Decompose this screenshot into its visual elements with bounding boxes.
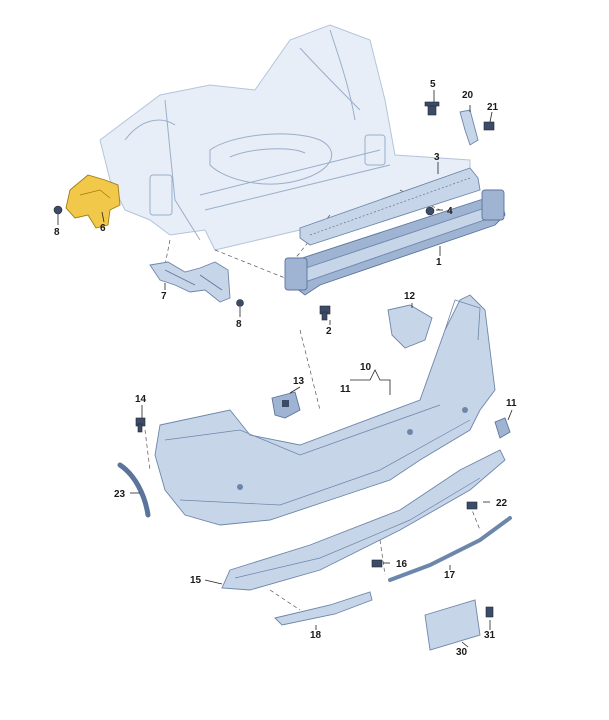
part-diffuser-lower [221, 449, 506, 591]
leader-lines [57, 90, 513, 648]
part-5-bolt [424, 101, 440, 116]
callout-2: 2 [326, 326, 332, 337]
callout-20: 20 [462, 90, 474, 101]
part-18-lower-trim [274, 591, 373, 626]
part-21-bolt [483, 121, 495, 131]
callout-30: 30 [456, 647, 468, 658]
callout-3: 3 [434, 152, 440, 163]
callout-11-right: 11 [506, 398, 517, 409]
part-4-clip [425, 206, 435, 216]
callout-10: 10 [360, 362, 372, 373]
part-1-reinforcement-beam [284, 189, 506, 296]
callout-23: 23 [114, 489, 126, 500]
part-16-clip [371, 559, 383, 568]
callout-labels: 5 20 21 3 4 1 6 8 7 8 2 12 10 11 13 14 1… [54, 79, 517, 658]
part-14-clip [135, 417, 146, 433]
callout-1: 1 [436, 257, 442, 268]
bolt-8-lower [236, 299, 244, 307]
part-2-bolt [319, 305, 331, 321]
callout-7: 7 [161, 291, 167, 302]
bolt-8-left [53, 205, 63, 215]
callout-4: 4 [447, 206, 453, 217]
part-12-cover-cap [387, 304, 433, 349]
callout-16: 16 [396, 559, 408, 570]
callout-8-left: 8 [54, 227, 60, 238]
callout-22: 22 [496, 498, 508, 509]
callout-8-lower: 8 [236, 319, 242, 330]
part-31-screw [485, 606, 494, 618]
callout-18: 18 [310, 630, 322, 641]
callout-17: 17 [444, 570, 456, 581]
callout-13: 13 [293, 376, 305, 387]
callout-31: 31 [484, 630, 496, 641]
part-11-right-bracket [494, 417, 511, 439]
car-body-shell [99, 24, 471, 251]
callout-15: 15 [190, 575, 202, 586]
part-3-energy-absorber [299, 167, 481, 246]
callout-12: 12 [404, 291, 416, 302]
part-13-bracket [271, 391, 301, 419]
part-7-side-bracket [149, 261, 231, 303]
part-30-plate-base [424, 599, 481, 651]
part-22-clip [466, 501, 478, 510]
callout-11-top: 11 [340, 384, 351, 395]
callout-21: 21 [487, 102, 499, 113]
part-17-trim-strip [388, 516, 512, 582]
part-6-bracket-highlighted [65, 174, 121, 229]
callout-6: 6 [100, 223, 106, 234]
part-20-bracket [459, 109, 479, 146]
part-23-moulding-strip [117, 462, 151, 518]
callout-5: 5 [430, 79, 436, 90]
rear-bumper-cover [154, 294, 496, 526]
callout-14: 14 [135, 394, 147, 405]
